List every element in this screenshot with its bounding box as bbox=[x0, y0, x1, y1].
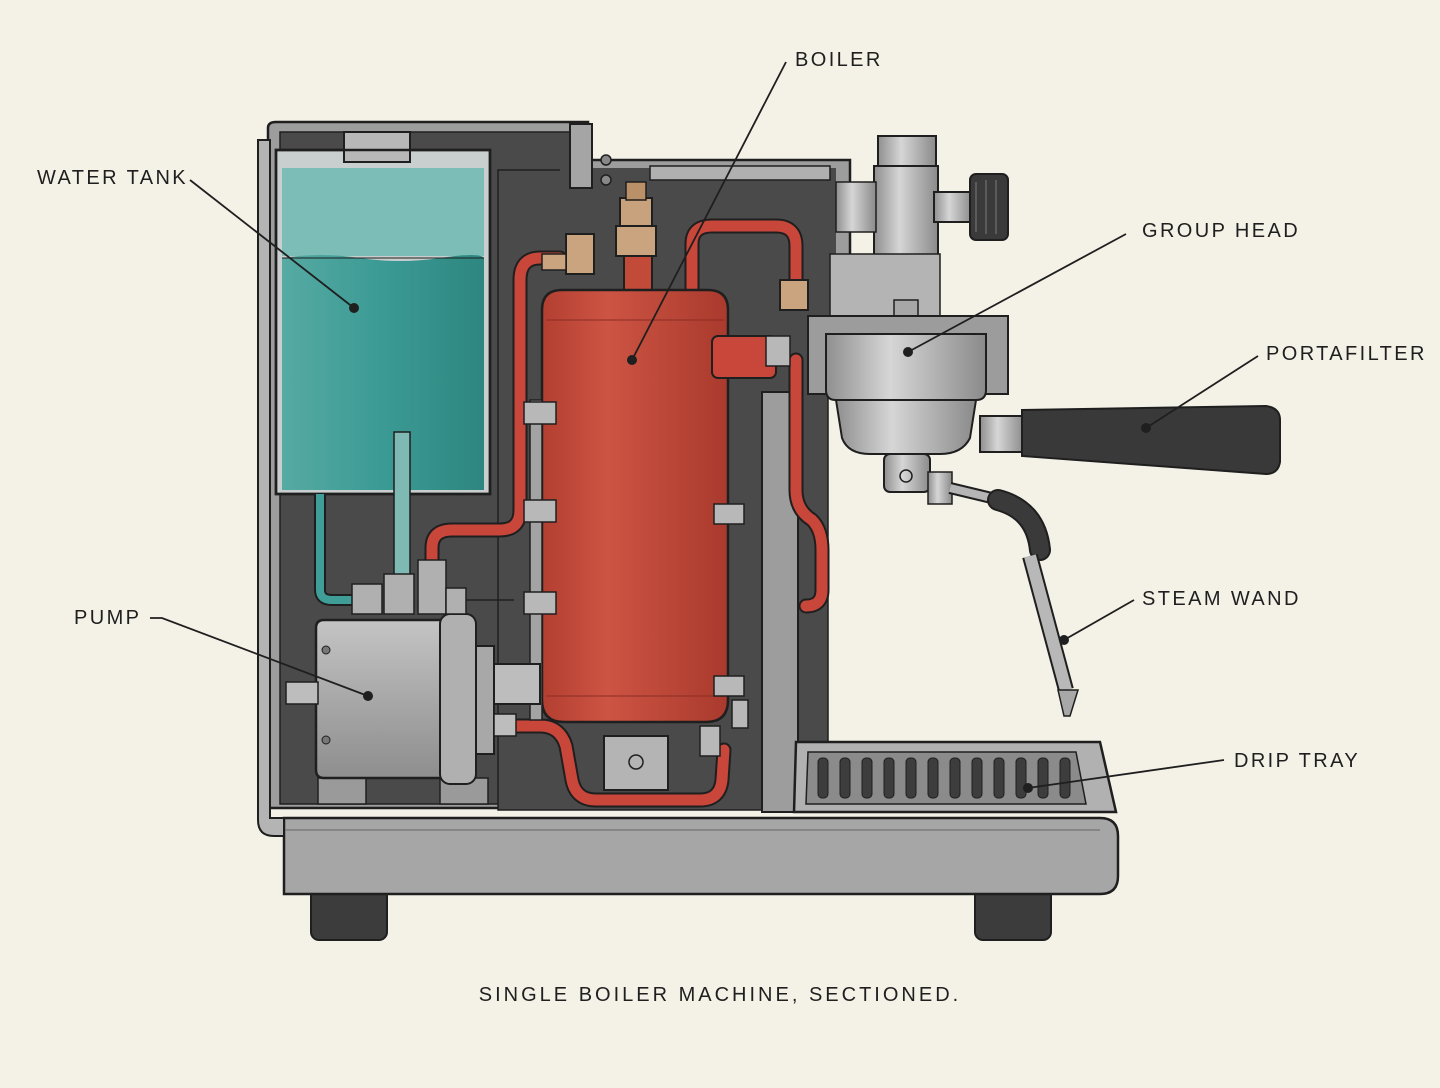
steam-wand-leader bbox=[1063, 599, 1135, 641]
diagram-caption: SINGLE BOILER MACHINE, SECTIONED. bbox=[478, 984, 962, 1006]
boiler-leader bbox=[631, 61, 787, 361]
water-tank bbox=[274, 131, 492, 606]
label-drip-tray: DRIP TRAY bbox=[1234, 750, 1361, 772]
boiler-dot bbox=[627, 355, 637, 365]
water-tank-dot bbox=[349, 303, 359, 313]
drip-tray-grate bbox=[817, 757, 1071, 799]
water-tank-leader bbox=[189, 179, 355, 309]
pump bbox=[285, 559, 541, 805]
leader-lines bbox=[150, 61, 1259, 789]
label-steam-wand: STEAM WAND bbox=[1142, 588, 1301, 610]
machine-base bbox=[282, 816, 1120, 896]
label-pump: PUMP bbox=[74, 607, 142, 629]
drip-tray-dot bbox=[1023, 783, 1033, 793]
pump-leader bbox=[150, 617, 369, 697]
pump-dot bbox=[363, 691, 373, 701]
drip-tray bbox=[792, 740, 1118, 814]
drip-tray-leader bbox=[1027, 759, 1225, 789]
group-head-leader bbox=[907, 233, 1127, 353]
portafilter bbox=[825, 333, 1281, 493]
label-boiler: BOILER bbox=[795, 49, 883, 71]
label-portafilter: PORTAFILTER bbox=[1266, 343, 1427, 365]
machine-feet bbox=[310, 887, 1052, 941]
water-piping bbox=[424, 218, 830, 808]
boiler bbox=[523, 181, 809, 791]
portafilter-leader bbox=[1145, 355, 1259, 429]
label-water-tank: WATER TANK bbox=[37, 167, 189, 189]
label-group-head: GROUP HEAD bbox=[1142, 220, 1301, 242]
portafilter-dot bbox=[1141, 423, 1151, 433]
group-head-dot bbox=[903, 347, 913, 357]
steam-wand bbox=[927, 471, 1080, 717]
steam-wand-dot bbox=[1059, 635, 1069, 645]
leader-dots bbox=[349, 303, 1151, 793]
